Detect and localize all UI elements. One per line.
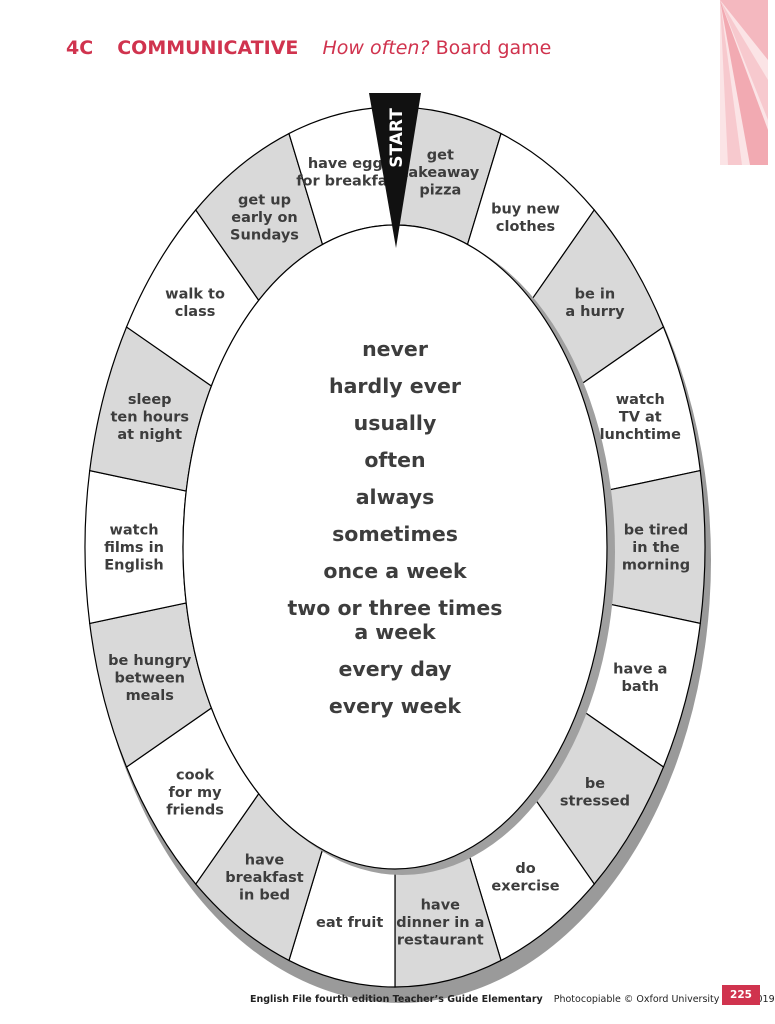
space-label-line: lunchtime xyxy=(600,427,682,443)
space-label-line: stressed xyxy=(560,794,630,810)
space-label-line: morning xyxy=(622,558,690,574)
frequency-expression: never xyxy=(362,337,429,361)
frequency-expression: once a week xyxy=(323,559,468,583)
space-label-line: be in xyxy=(575,286,616,302)
space-label-line: have a xyxy=(613,662,667,678)
space-label-line: walk to xyxy=(165,286,225,302)
center-area xyxy=(182,224,608,870)
corner-decoration xyxy=(720,0,768,165)
space-label-line: bath xyxy=(622,679,659,695)
page-footer: English File fourth edition Teacher’s Gu… xyxy=(250,994,775,1005)
space-label-line: have xyxy=(421,898,461,914)
space-label-line: buy new xyxy=(491,201,560,217)
start-marker: START xyxy=(369,93,421,248)
space-label: do exercise xyxy=(491,861,559,895)
space-label-line: English xyxy=(104,558,164,574)
space-label-line: clothes xyxy=(496,219,555,235)
space-label-line: get xyxy=(427,147,454,163)
space-label-line: early on xyxy=(231,210,298,226)
space-label-line: friends xyxy=(166,802,224,818)
space-label-line: eat fruit xyxy=(316,915,383,931)
start-label: START xyxy=(387,108,407,168)
space-label: walk to class xyxy=(165,286,225,320)
space-label-line: for my xyxy=(169,785,223,801)
frequency-expression: always xyxy=(356,485,435,509)
book-title: English File fourth edition Teacher’s Gu… xyxy=(250,994,543,1005)
space-label-line: TV at xyxy=(619,410,662,426)
space-label: buy new clothes xyxy=(491,201,560,235)
space-label-line: watch xyxy=(616,392,665,408)
frequency-expression: often xyxy=(364,448,425,472)
frequency-expression: a week xyxy=(354,620,437,644)
page-header: 4C COMMUNICATIVE How often? Board game xyxy=(66,36,551,60)
space-label-line: sleep xyxy=(128,392,172,408)
space-label-line: do xyxy=(515,861,535,877)
space-label-line: cook xyxy=(176,767,215,783)
space-label: be stressed xyxy=(560,776,630,810)
space-label-line: takeaway xyxy=(401,165,479,181)
space-label-line: have eggs xyxy=(308,156,392,172)
title-rest: Board game xyxy=(429,37,552,59)
frequency-expression: every day xyxy=(338,657,451,681)
space-label-line: breakfast xyxy=(225,870,304,886)
space-label-line: ten hours xyxy=(110,410,189,426)
space-label-line: films in xyxy=(104,540,164,556)
frequency-expression: usually xyxy=(354,411,437,435)
title-question: How often? xyxy=(322,37,430,59)
space-label-line: pizza xyxy=(419,182,461,198)
activity-title: How often? Board game xyxy=(322,37,551,59)
space-label-line: for breakfast xyxy=(296,174,403,190)
space-label-line: a hurry xyxy=(565,304,625,320)
space-label-line: in bed xyxy=(239,888,290,904)
frequency-expression: every week xyxy=(329,694,463,718)
activity-type: COMMUNICATIVE xyxy=(117,37,299,59)
start-arrow xyxy=(369,93,421,248)
space-label-line: between xyxy=(114,670,185,686)
space-label-line: Sundays xyxy=(230,228,299,244)
space-label: eat fruit xyxy=(316,915,383,931)
copyright-notice: Photocopiable © Oxford University Press … xyxy=(553,994,775,1005)
space-label: be in a hurry xyxy=(565,286,625,320)
space-label-line: dinner in a xyxy=(396,915,484,931)
space-label-line: watch xyxy=(109,523,158,539)
frequency-expression: sometimes xyxy=(332,522,458,546)
space-label-line: in the xyxy=(632,540,680,556)
space-label-line: meals xyxy=(126,688,174,704)
space-label-line: be tired xyxy=(624,523,689,539)
space-label-line: restaurant xyxy=(397,933,484,949)
space-label-line: exercise xyxy=(491,879,559,895)
page-number: 225 xyxy=(722,985,760,1005)
space-label-line: class xyxy=(175,304,216,320)
space-label-line: be hungry xyxy=(108,653,192,669)
frequency-expression: hardly ever xyxy=(329,374,462,398)
space-label-line: get up xyxy=(238,193,291,209)
unit-code: 4C xyxy=(66,37,94,59)
frequency-expressions: never hardly ever usually often always someti… xyxy=(287,337,502,718)
space-label-line: be xyxy=(585,776,605,792)
space-label-line: have xyxy=(245,853,285,869)
space-label: have eggs for breakfast xyxy=(296,156,403,190)
frequency-expression: two or three times xyxy=(287,596,502,620)
space-label-line: at night xyxy=(117,427,182,443)
